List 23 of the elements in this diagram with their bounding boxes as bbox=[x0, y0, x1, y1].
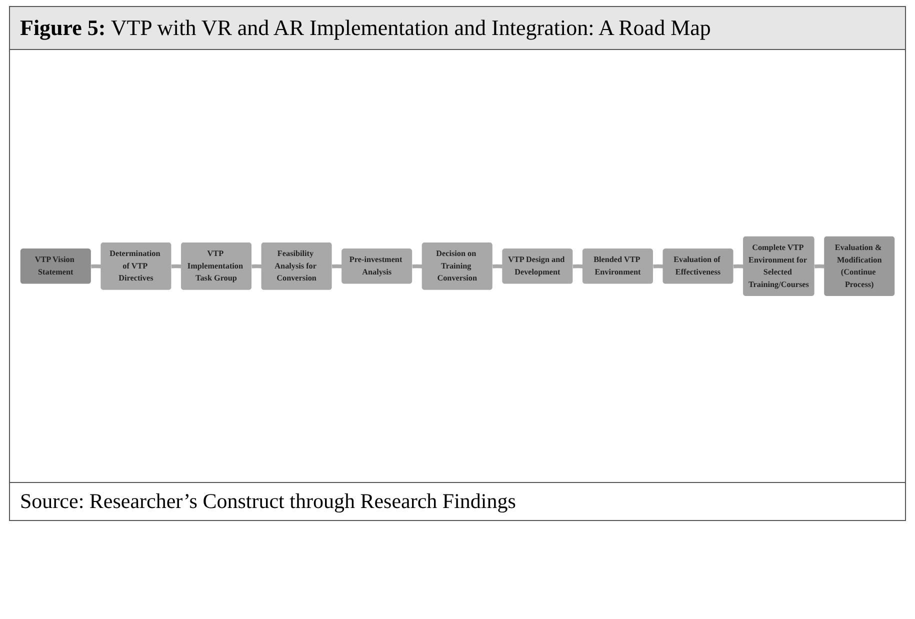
connector bbox=[250, 264, 263, 268]
node-box: Complete VTP Environment for Selected Training/Courses bbox=[743, 236, 814, 296]
connector bbox=[492, 264, 504, 268]
connector bbox=[652, 264, 664, 268]
node-box: Pre-investment Analysis bbox=[342, 248, 412, 284]
node-box: Decision on Training Conversion bbox=[422, 242, 492, 290]
node-box: Evaluation & Modification (Continue Process) bbox=[824, 236, 895, 296]
node-box: VTP Vision Statement bbox=[20, 248, 91, 284]
node-box: VTP Design and Development bbox=[502, 248, 573, 284]
node-box: Evaluation of Effectiveness bbox=[662, 248, 734, 284]
node-box: Feasibility Analysis for Conversion bbox=[261, 242, 332, 290]
node-box: VTP Implementation Task Group bbox=[180, 242, 252, 290]
node-box: Blended VTP Environment bbox=[582, 248, 653, 284]
connector bbox=[170, 264, 182, 268]
source-caption: Source: Researcher’s Construct through Research Findings bbox=[10, 482, 905, 520]
node-box: Determination of VTP Directives bbox=[100, 242, 172, 290]
connector bbox=[330, 264, 343, 268]
figure-title: Figure 5: VTP with VR and AR Implementation and Integration: A Road Map bbox=[10, 7, 905, 50]
connector bbox=[732, 264, 744, 268]
connector bbox=[572, 264, 584, 268]
connector bbox=[90, 264, 102, 268]
connector bbox=[411, 264, 424, 268]
connector bbox=[813, 264, 826, 268]
